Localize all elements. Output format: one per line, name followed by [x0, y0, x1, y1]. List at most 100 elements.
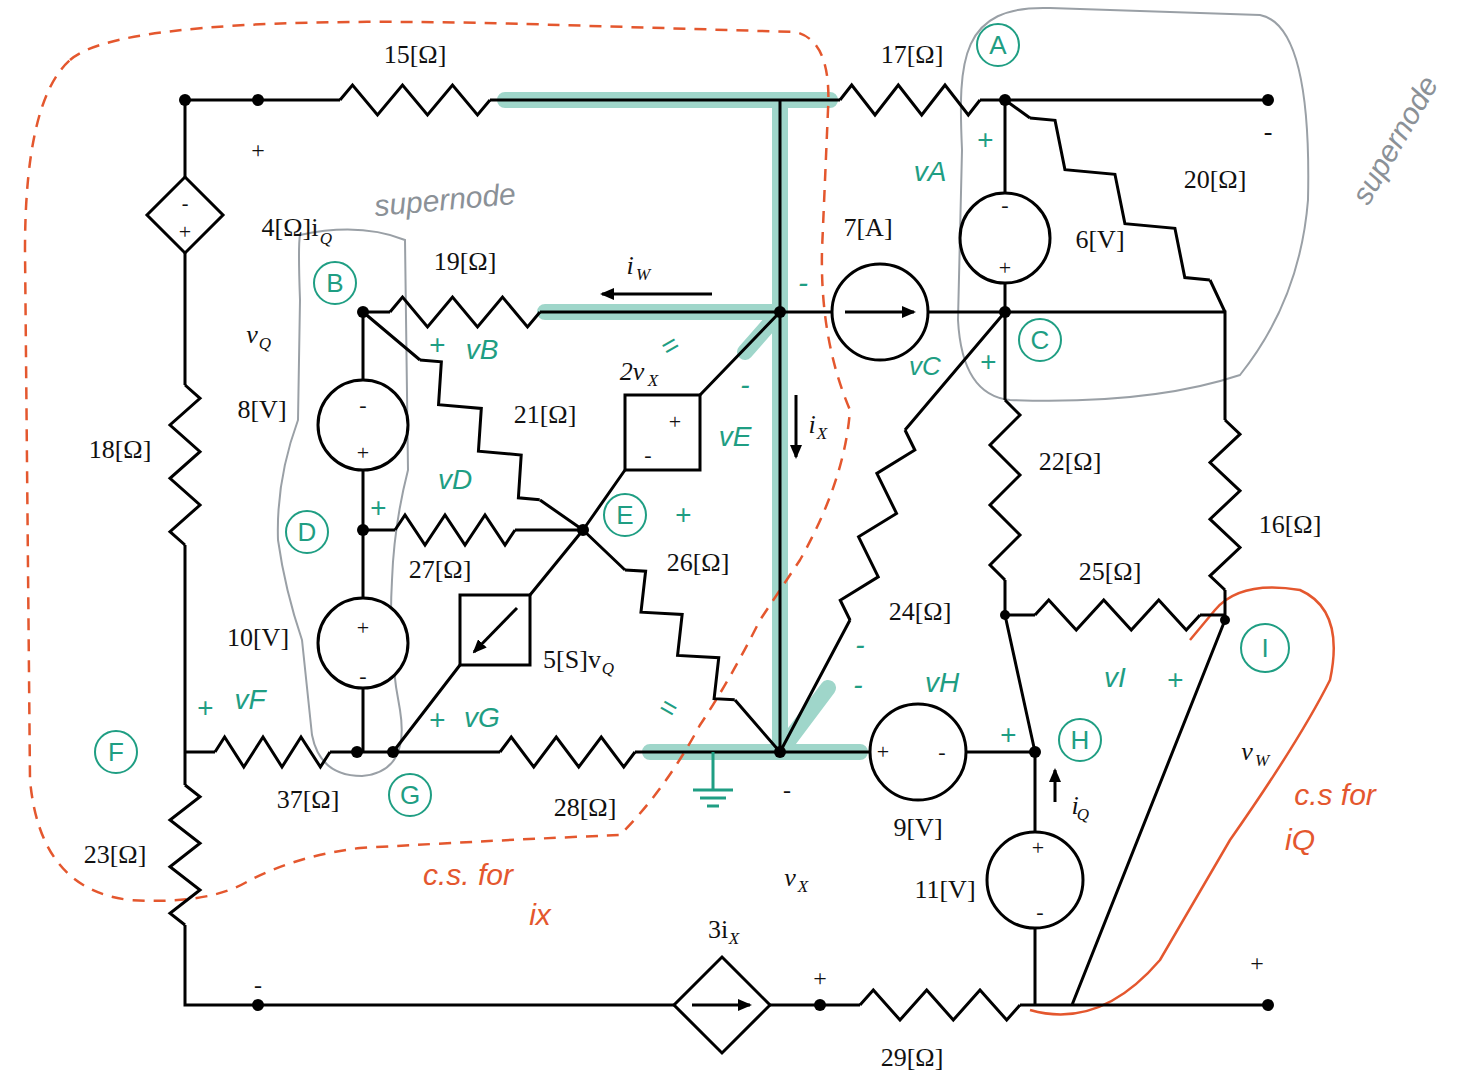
- circuit-label: vI: [1104, 664, 1126, 692]
- circuit-label: +: [370, 494, 386, 522]
- node-letter: H: [1071, 727, 1090, 753]
- circuit-label: -: [1036, 901, 1043, 923]
- voltage-source: [870, 704, 966, 800]
- circuit-label: +: [179, 221, 191, 243]
- ground-symbol: [693, 752, 733, 806]
- circuit-label: +: [1000, 721, 1016, 749]
- circuit-label: -: [798, 268, 808, 298]
- circuit-label: X: [798, 878, 808, 895]
- current-arrow: [602, 293, 712, 296]
- junction-dot: [179, 94, 191, 106]
- junction-dot: [387, 746, 399, 758]
- circuit-label: 18[Ω]: [89, 437, 152, 463]
- node-letter: G: [400, 782, 420, 808]
- circuit-label: 29[Ω]: [881, 1045, 944, 1071]
- circuit-label: +: [980, 348, 996, 376]
- circuit-label: 25[Ω]: [1079, 559, 1142, 585]
- circuit-label: -: [938, 741, 945, 763]
- circuit-label: c.s. for: [423, 860, 513, 890]
- circuit-label: 23[Ω]: [84, 842, 147, 868]
- circuit-label: -: [1001, 194, 1008, 216]
- source-arrow: [692, 1004, 750, 1007]
- node-letter: C: [1031, 327, 1050, 353]
- terminal-dot: [1262, 94, 1274, 106]
- supernode-outline: [958, 8, 1308, 401]
- circuit-label: Q: [602, 660, 614, 677]
- circuit-label: Q: [320, 230, 332, 247]
- resistor-symbol: [1035, 600, 1200, 630]
- circuit-label: 2v: [620, 359, 645, 385]
- circuit-label: vE: [719, 423, 752, 451]
- circuit-label: vA: [914, 158, 947, 186]
- resistor-symbol: [500, 737, 635, 767]
- junction-dot: [577, 524, 589, 536]
- circuit-label: +: [877, 741, 889, 763]
- circuit-label: c.s for: [1294, 780, 1376, 810]
- resistor-symbol: [395, 515, 515, 545]
- circuit-label: v: [1241, 739, 1253, 765]
- junction-dot: [999, 94, 1011, 106]
- wire: [185, 100, 1268, 1005]
- junction-dot: [252, 999, 264, 1011]
- current-arrow: [795, 395, 798, 457]
- cutset-outline: [25, 22, 850, 901]
- circuit-label: +: [251, 138, 265, 162]
- circuit-label: vC: [909, 353, 941, 379]
- circuit-label: =: [654, 692, 682, 724]
- circuit-label: 27[Ω]: [409, 557, 472, 583]
- resistor-symbol: [840, 85, 980, 115]
- resistor-symbol: [990, 400, 1020, 580]
- node-circle: I: [1240, 623, 1290, 673]
- current-arrow: [1054, 770, 1057, 802]
- source-arrow: [845, 311, 914, 314]
- circuit-label: 4[Ω]i: [262, 215, 319, 241]
- circuit-label: 37[Ω]: [277, 787, 340, 813]
- voltage-source: [318, 598, 408, 688]
- circuit-label: 7[A]: [843, 215, 892, 241]
- current-source: [832, 264, 928, 360]
- circuit-label: 11[V]: [914, 877, 975, 903]
- circuit-label: -: [740, 371, 749, 399]
- node-circle: F: [94, 730, 138, 774]
- junction-dot: [1029, 746, 1041, 758]
- circuit-label: W: [1255, 752, 1269, 769]
- dependent-voltage-source: [147, 177, 223, 253]
- junction-dot: [774, 746, 786, 758]
- node-letter: I: [1261, 635, 1268, 661]
- circuit-label: 26[Ω]: [667, 550, 730, 576]
- circuit-label: 10[V]: [227, 625, 289, 651]
- circuit-label: =: [656, 330, 684, 362]
- circuit-label: 8[V]: [237, 397, 286, 423]
- circuit-label: -: [855, 631, 864, 659]
- circuit-label: -: [359, 665, 366, 687]
- resistor-symbol: [340, 85, 490, 115]
- circuit-label: +: [429, 706, 445, 734]
- node-circle: A: [976, 23, 1020, 67]
- circuit-label: Q: [1077, 806, 1089, 823]
- node-letter: D: [298, 519, 317, 545]
- resistor-symbol: [860, 990, 1020, 1020]
- circuit-label: -: [1264, 119, 1273, 145]
- circuit-label: v: [784, 865, 796, 891]
- circuit-label: 28[Ω]: [554, 795, 617, 821]
- junction-dot: [252, 94, 264, 106]
- voltage-source: [987, 832, 1083, 928]
- voltage-source: [318, 380, 408, 470]
- circuit-label: +: [675, 501, 691, 529]
- junction-dot: [999, 306, 1011, 318]
- circuit-label: i: [808, 412, 815, 438]
- dependent-current-source: [460, 595, 530, 665]
- circuit-label: -: [182, 193, 189, 213]
- circuit-label: +: [1250, 951, 1264, 975]
- circuit-label: -: [644, 444, 651, 466]
- circuit-label: 3i: [708, 917, 728, 943]
- circuit-label: 15[Ω]: [384, 42, 447, 68]
- resistor-symbol: [409, 350, 552, 509]
- circuit-label: +: [813, 966, 827, 990]
- node-circle: C: [1018, 318, 1062, 362]
- circuit-label: vH: [925, 669, 959, 697]
- node-circle: B: [313, 261, 357, 305]
- circuit-label: vF: [234, 686, 265, 714]
